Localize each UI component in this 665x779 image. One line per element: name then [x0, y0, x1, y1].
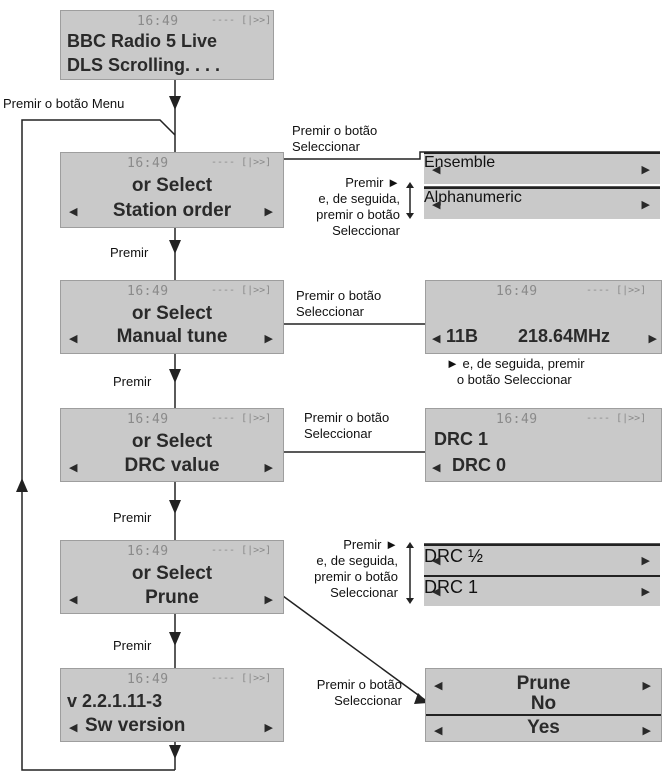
clock: 16:49 [127, 156, 169, 171]
clock: 16:49 [496, 412, 538, 427]
right-arrow-icon: ▶ [641, 586, 650, 598]
or-select-text: or Select [131, 431, 213, 452]
or-select-text: or Select [131, 175, 213, 196]
menu-item-station-order: Station order [112, 200, 232, 221]
menu-item-prune: Prune [145, 587, 199, 608]
frequency: 218.64MHz [518, 326, 611, 346]
prune-title: Prune [516, 673, 571, 694]
screen-sw-version: 16:49 ---- [|>>] v 2.2.1.11-3 ◀ Sw versi… [60, 668, 284, 742]
toggle-note: Premir ► e, de seguida, premir o botão S… [314, 537, 398, 600]
right-arrow-icon: ▶ [642, 725, 651, 737]
prune-result: ◀ Prune ▶ No ◀ Yes ▶ [425, 668, 662, 742]
tune-note: ► e, de seguida, premir o botão Seleccio… [446, 356, 585, 387]
signal-icon: ---- [|>>] [211, 545, 272, 556]
version-number: v 2.2.1.11-3 [67, 691, 163, 711]
prune-no: No [530, 693, 557, 714]
signal-icon: ---- [|>>] [586, 285, 647, 296]
option-label: DRC ½ [424, 546, 484, 566]
clock: 16:49 [127, 412, 169, 427]
left-arrow-icon: ◀ [69, 462, 78, 474]
right-arrow-icon: ▶ [641, 199, 650, 211]
divider [426, 714, 661, 716]
right-arrow-icon: ▶ [264, 206, 273, 218]
or-select-text: or Select [131, 303, 213, 324]
dls-text: DLS Scrolling. . . . [67, 55, 221, 75]
menu-item-sw-version: Sw version [85, 715, 186, 736]
right-arrow-icon: ▶ [641, 555, 650, 567]
clock: 16:49 [496, 284, 538, 299]
clock: 16:49 [127, 284, 169, 299]
premir-label: Premir [113, 638, 152, 653]
prune-yes: Yes [527, 717, 560, 738]
right-arrow-icon: ▶ [264, 594, 273, 606]
drc-current: DRC 1 [434, 429, 489, 449]
clock: 16:49 [137, 14, 179, 29]
premir-label: Premir [113, 374, 152, 389]
screen-station-order: 16:49 ---- [|>>] or Select ◀ Station ord… [60, 152, 284, 228]
option-label: Alphanumeric [424, 189, 522, 206]
left-arrow-icon: ◀ [69, 594, 78, 606]
signal-icon: ---- [|>>] [211, 285, 272, 296]
option-ensemble: ◀ Ensemble ▶ [424, 152, 660, 184]
signal-icon: ---- [|>>] [586, 413, 647, 424]
option-label: Ensemble [424, 154, 496, 171]
left-arrow-icon: ◀ [432, 555, 441, 567]
right-arrow-icon: ▶ [264, 722, 273, 734]
left-arrow-icon: ◀ [69, 333, 78, 345]
left-arrow-icon: ◀ [432, 586, 441, 598]
left-arrow-icon: ◀ [434, 680, 443, 692]
left-arrow-icon: ◀ [432, 199, 441, 211]
screen-manual-tune: 16:49 ---- [|>>] or Select ◀ Manual tune… [60, 280, 284, 354]
clock: 16:49 [127, 544, 169, 559]
left-arrow-icon: ◀ [432, 462, 441, 474]
left-arrow-icon: ◀ [432, 333, 441, 345]
drc-option: DRC 0 [452, 455, 507, 475]
left-arrow-icon: ◀ [434, 725, 443, 737]
channel: 11B [446, 326, 479, 346]
signal-icon: ---- [|>>] [211, 157, 272, 168]
option-alphanumeric: ◀ Alphanumeric ▶ [424, 187, 660, 219]
option-drc-half: ◀ DRC ½ ▶ [424, 544, 660, 575]
signal-icon: ---- [|>>] [211, 15, 272, 26]
screen-drc-value: 16:49 ---- [|>>] or Select ◀ DRC value ▶ [60, 408, 284, 482]
signal-icon: ---- [|>>] [211, 413, 272, 424]
right-arrow-icon: ▶ [641, 164, 650, 176]
manual-tune-result: 16:49 ---- [|>>] ◀ 11B 218.64MHz ▶ [425, 280, 662, 354]
signal-icon: ---- [|>>] [211, 673, 272, 684]
premir-label: Premir [113, 510, 152, 525]
menu-item-drc-value: DRC value [124, 455, 220, 476]
right-arrow-icon: ▶ [648, 333, 657, 345]
option-label: DRC 1 [424, 577, 479, 597]
premir-label: Premir [110, 245, 149, 260]
left-arrow-icon: ◀ [69, 206, 78, 218]
right-arrow-icon: ▶ [642, 680, 651, 692]
or-select-text: or Select [131, 563, 213, 584]
right-arrow-icon: ▶ [264, 462, 273, 474]
menu-button-label: Premir o botão Menu [3, 96, 125, 111]
left-arrow-icon: ◀ [69, 722, 78, 734]
clock: 16:49 [127, 672, 169, 687]
left-arrow-icon: ◀ [432, 164, 441, 176]
menu-item-manual-tune: Manual tune [116, 326, 228, 347]
station-name: BBC Radio 5 Live [67, 31, 218, 51]
drc-result: 16:49 ---- [|>>] DRC 1 ◀ DRC 0 [425, 408, 662, 482]
right-arrow-icon: ▶ [264, 333, 273, 345]
screen-prune: 16:49 ---- [|>>] or Select ◀ Prune ▶ [60, 540, 284, 614]
toggle-note: Premir ► e, de seguida, premir o botão S… [316, 175, 400, 238]
option-drc-1: ◀ DRC 1 ▶ [424, 575, 660, 606]
start-screen: 16:49 ---- [|>>] BBC Radio 5 Live DLS Sc… [60, 10, 274, 80]
